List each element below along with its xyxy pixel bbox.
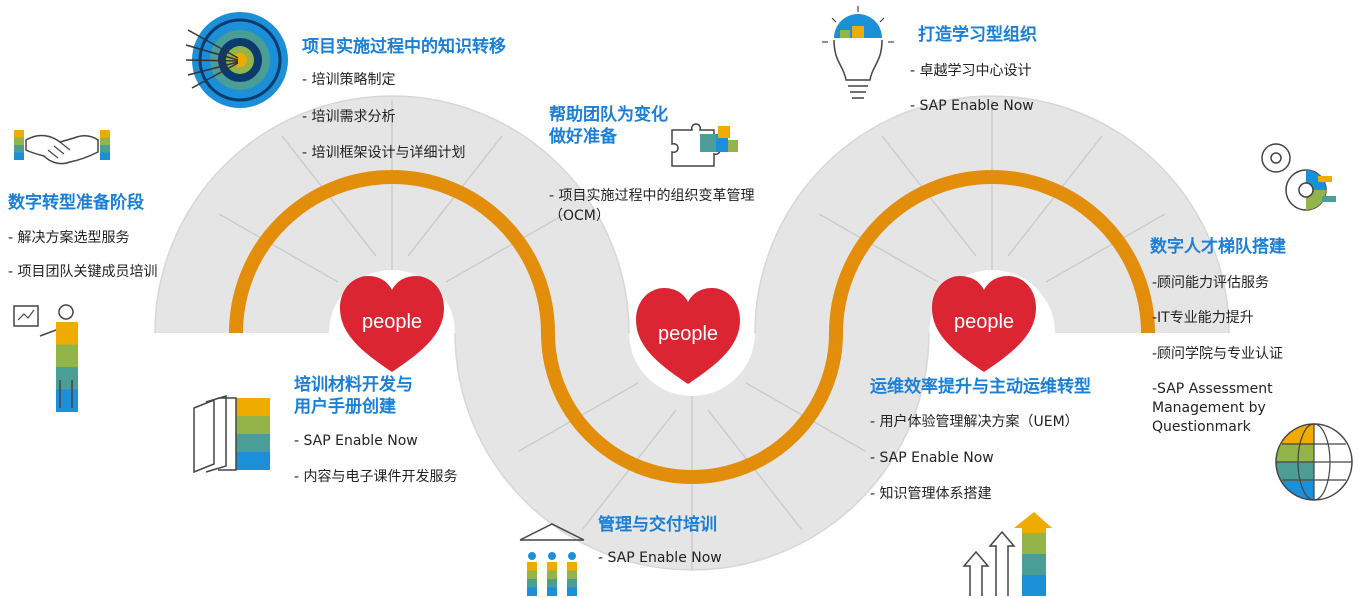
heart-label: people [658,323,718,345]
talent-item: -顾问学院与专业认证 [1152,346,1284,362]
materials-item: - 内容与电子课件开发服务 [294,469,458,485]
lightbulb-icon [822,6,894,99]
change-item: - 项目实施过程中的组织变革管理（OCM） [549,188,755,224]
delivery-item: - SAP Enable Now [598,550,722,566]
track-bands [154,95,1230,571]
materials-item: - SAP Enable Now [294,433,418,449]
learning-org-title: 打造学习型组织 [918,25,1037,45]
materials-title: 培训材料开发与用户手册创建 [294,375,413,417]
talent-title: 数字人才梯队搭建 [1150,237,1286,257]
presenter-icon [13,304,78,412]
prep-item: - 项目团队关键成员培训 [8,264,158,280]
learning-org-item: - 卓越学习中心设计 [910,63,1032,79]
knowledge-item: - 培训策略制定 [302,72,396,88]
heart-label: people [954,311,1014,333]
talent-item: -IT专业能力提升 [1152,310,1254,326]
knowledge-item: - 培训需求分析 [302,109,396,125]
puzzle-icon [671,123,738,167]
learning-org-item: - SAP Enable Now [910,98,1034,114]
knowledge-title: 项目实施过程中的知识转移 [302,37,506,57]
prep-title: 数字转型准备阶段 [8,193,144,213]
growth-arrows-icon [962,512,1052,596]
heart-left: people [340,276,444,372]
orange-wave [229,170,1155,484]
ops-item: - 用户体验管理解决方案（UEM） [870,414,1079,430]
talent-item: -顾问能力评估服务 [1152,275,1270,291]
prep-item: - 解决方案选型服务 [8,230,130,246]
audience-icon [519,523,585,596]
change-title: 帮助团队为变化做好准备 [549,105,668,147]
book-icon [193,394,270,474]
ops-title: 运维效率提升与主动运维转型 [870,377,1091,397]
handshake-icon [14,130,110,165]
knowledge-item: - 培训框架设计与详细计划 [302,145,466,161]
talent-item: -SAP Assessment Management by Questionma… [1152,381,1273,435]
globe-icon [1275,423,1353,501]
ops-item: - SAP Enable Now [870,450,994,466]
ops-item: - 知识管理体系搭建 [870,486,992,502]
heart-right: people [932,276,1036,372]
heart-middle: people [636,288,740,384]
delivery-title: 管理与交付培训 [598,515,717,535]
gears-icon [1261,143,1336,211]
heart-label: people [362,311,422,333]
target-icon [185,12,288,108]
